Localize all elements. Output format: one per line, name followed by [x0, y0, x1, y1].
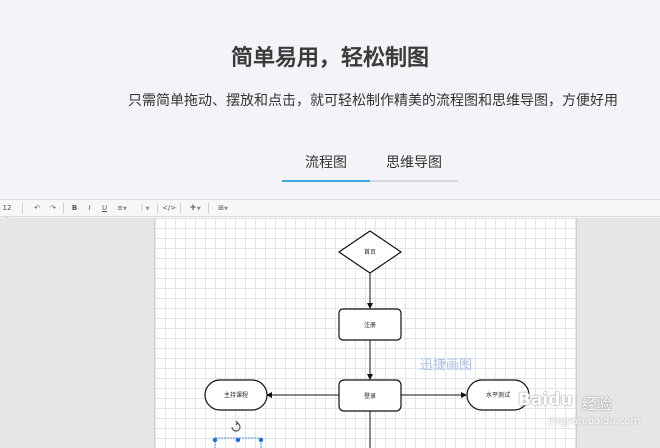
list-button[interactable]: ⋮▼ [136, 203, 152, 214]
resize-handle[interactable] [212, 437, 218, 443]
tab-flowchart[interactable]: 流程图 [282, 150, 370, 182]
bold-button[interactable]: B [71, 204, 78, 212]
toolbar-divider [208, 203, 209, 214]
flowchart-diagram: 首页 注册 登录 主持课程 水平测试 [204, 230, 530, 448]
rotate-arrow-icon [235, 420, 239, 426]
chevron-down-icon: ▼ [145, 206, 150, 212]
toolbar-divider [157, 203, 158, 214]
align-button[interactable]: ≡▼ [114, 203, 130, 214]
code-button[interactable]: </> [162, 204, 177, 212]
toolbar-divider [22, 203, 23, 214]
chevron-down-icon: ▼ [123, 206, 127, 212]
diagram-type-tabs: 流程图 思维导图 [282, 150, 458, 182]
flow-node-right[interactable] [466, 379, 530, 411]
flow-node-register[interactable] [338, 308, 402, 341]
flow-node-login[interactable] [338, 379, 402, 412]
plus-icon: + [189, 203, 197, 213]
tab-mindmap[interactable]: 思维导图 [370, 150, 458, 182]
flow-node-login-label: 登录 [364, 392, 376, 400]
editor-workspace: 首页 注册 登录 主持课程 水平测试 [0, 218, 660, 448]
jingyan-url-watermark: jingyan.baidu.com [548, 416, 641, 427]
app-watermark: 迅捷画图 [420, 358, 473, 373]
resize-handle[interactable] [258, 437, 264, 443]
font-size-select[interactable]: 12 ▼ [0, 203, 14, 223]
underline-button[interactable]: U [101, 204, 108, 212]
hero-section: 简单易用，轻松制图 只需简单拖动、摆放和点击，就可轻松制作精美的流程图和思维导图… [0, 0, 660, 200]
redo-icon: ↷ [50, 204, 56, 212]
align-left-icon: ≡ [117, 204, 123, 212]
italic-button[interactable]: I [88, 204, 91, 212]
flow-node-register-label: 注册 [364, 321, 376, 329]
table-grid-icon: ⊞ [218, 204, 224, 212]
flow-node-left[interactable] [204, 379, 268, 411]
jingyan-watermark: 经验 [582, 395, 613, 413]
redo-button[interactable]: ↷ [48, 203, 58, 214]
list-icon: ⋮ [138, 204, 146, 212]
resize-handle[interactable] [235, 437, 241, 443]
flow-node-home-label: 首页 [364, 248, 376, 256]
insert-button[interactable]: +▼ [186, 203, 204, 214]
page-subtitle: 只需简单拖动、摆放和点击，就可轻松制作精美的流程图和思维导图，方便好用 [128, 93, 618, 109]
selection-handles[interactable] [212, 420, 264, 448]
drawing-canvas[interactable]: 首页 注册 登录 主持课程 水平测试 [154, 218, 577, 448]
toolbar-divider [63, 203, 64, 214]
table-button[interactable]: ⊞▼ [214, 203, 232, 214]
chevron-down-icon: ▼ [196, 206, 201, 212]
page-title: 简单易用，轻松制图 [230, 46, 429, 71]
flow-node-home[interactable] [337, 230, 403, 274]
editor-toolbar: 12 ▼ ↶ ↷ B I U ≡▼ ⋮▼ </> +▼ ⊞▼ [0, 199, 660, 223]
undo-button[interactable]: ↶ [32, 203, 42, 214]
chevron-down-icon: ▼ [224, 206, 228, 212]
flow-node-left-label: 主持课程 [224, 391, 248, 399]
font-size-value: 12 [2, 204, 12, 212]
toolbar-divider [180, 203, 181, 214]
flow-node-right-label: 水平测试 [486, 391, 510, 399]
baidu-watermark: Baidu [518, 390, 573, 410]
rotate-handle-icon[interactable] [231, 422, 241, 432]
undo-icon: ↶ [34, 204, 40, 212]
